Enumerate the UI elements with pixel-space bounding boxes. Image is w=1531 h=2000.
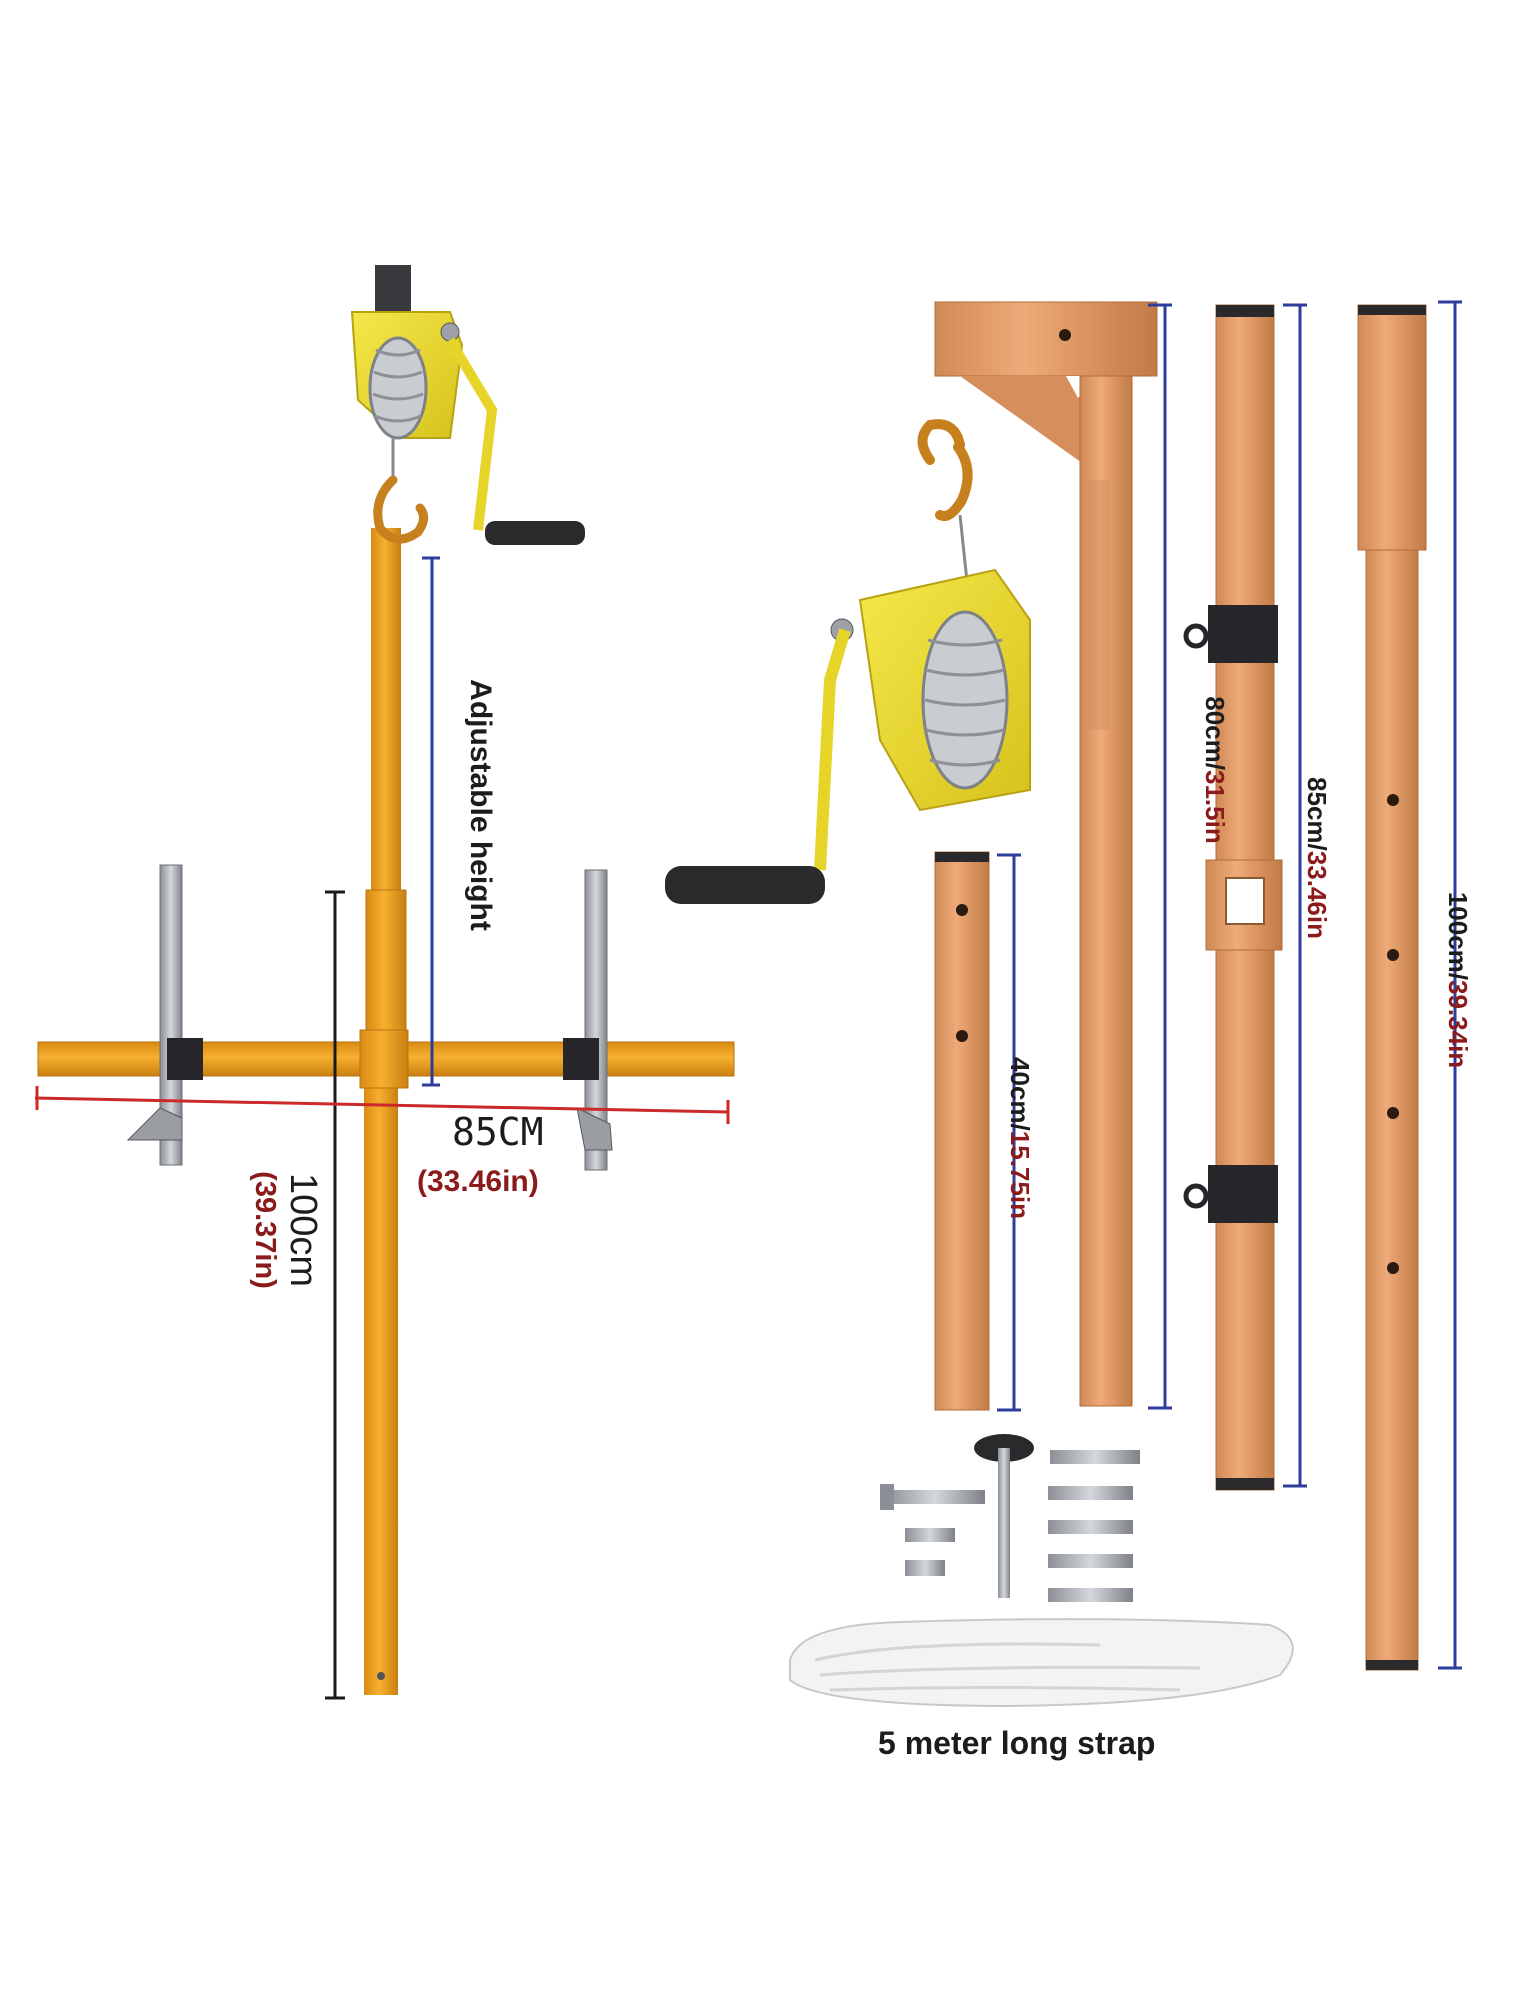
crank-handle-icon xyxy=(665,628,851,904)
right-steel-bracket xyxy=(584,869,608,1171)
hand-winch-icon xyxy=(830,419,1031,812)
adjustable-height-label: Adjustable height xyxy=(464,679,497,931)
bar85-length-cm: 85cm/ xyxy=(1302,777,1332,851)
mast-height-in-label: (39.37in) xyxy=(249,1171,281,1289)
bar40-length-label: 40cm/15.75in xyxy=(1002,988,1038,1288)
bar40-length-in: 15.75in xyxy=(1005,1130,1035,1219)
bar-85cm xyxy=(1183,304,1283,1491)
bar-40cm xyxy=(934,851,990,1411)
base-width-in-label: (33.46in) xyxy=(417,1165,539,1198)
bar100-length-cm: 100cm/ xyxy=(1443,891,1473,980)
crank-handle-icon xyxy=(445,337,585,545)
right-bracket-clamp xyxy=(563,1038,599,1080)
right-bracket-foot xyxy=(576,1107,613,1151)
strap-coil-icon xyxy=(789,1618,1294,1708)
mast-bolt-hole xyxy=(377,1672,385,1680)
bar40-length-cm: 40cm/ xyxy=(1005,1057,1035,1131)
mast-height-cm-label: 100cm xyxy=(282,1172,324,1288)
l-shaped-arm xyxy=(934,301,1158,1407)
arm-length-in: 31.5in xyxy=(1200,770,1230,844)
crane-mast-lower xyxy=(364,1050,398,1695)
bar85-length-label: 85cm/33.46in xyxy=(1299,688,1335,1028)
parts-layout xyxy=(665,300,1462,1708)
arm-length-label: 80cm/31.5in xyxy=(1197,620,1233,920)
left-bracket-foot xyxy=(126,1107,183,1141)
crane-mast-upper xyxy=(371,528,401,900)
hand-winch-icon xyxy=(350,265,464,440)
strap-caption: 5 meter long strap xyxy=(878,1725,1156,1761)
bar-100cm xyxy=(1357,304,1427,1671)
assembled-crane xyxy=(34,265,735,1700)
bar100-length-label: 100cm/39.34in xyxy=(1440,800,1476,1160)
hook-icon xyxy=(373,438,428,544)
bar85-length-in: 33.46in xyxy=(1302,850,1332,939)
bar100-length-in: 39.34in xyxy=(1443,980,1473,1069)
left-bracket-clamp xyxy=(167,1038,203,1080)
base-width-cm-label: 85CM xyxy=(452,1110,544,1154)
bolt-icon xyxy=(880,1434,1140,1602)
crossbar-joint xyxy=(359,1029,409,1089)
arm-length-cm: 80cm/ xyxy=(1200,696,1230,770)
left-steel-bracket xyxy=(159,864,183,1166)
crane-mast-sleeve xyxy=(365,889,407,1051)
